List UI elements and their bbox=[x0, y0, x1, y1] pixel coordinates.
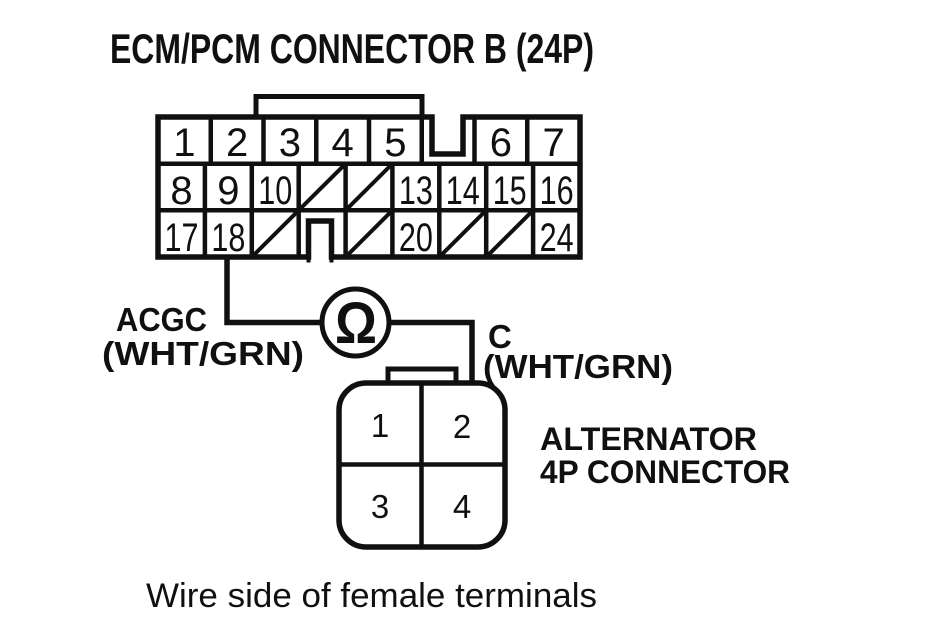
ecm-terminal-1: 1 bbox=[173, 121, 195, 165]
ecm-terminal-3: 3 bbox=[279, 121, 301, 165]
ecm-connector-latch-tab bbox=[253, 94, 425, 117]
alternator-terminal-2: 2 bbox=[453, 408, 471, 445]
ecm-row3-labels: 17 18 20 24 bbox=[165, 216, 574, 260]
label-acgc-wire-color: (WHT/GRN) bbox=[102, 335, 304, 372]
label-c-wire-color: (WHT/GRN) bbox=[483, 348, 673, 385]
ecm-terminal-5: 5 bbox=[384, 121, 406, 165]
ecm-row1-cell-dividers bbox=[208, 117, 530, 164]
ecm-terminal-9: 9 bbox=[217, 169, 239, 213]
ecm-terminal-20: 20 bbox=[399, 216, 433, 260]
ecm-terminal-13: 13 bbox=[399, 169, 433, 213]
label-acgc: ACGC bbox=[116, 301, 207, 338]
ecm-keyway-stubs bbox=[306, 257, 334, 263]
ecm-terminal-7: 7 bbox=[542, 121, 564, 165]
diagram-title: ECM/PCM CONNECTOR B (24P) bbox=[110, 25, 594, 72]
ecm-connector: 1 2 3 4 5 6 7 8 9 10 13 14 15 16 17 18 bbox=[155, 94, 583, 263]
ecm-row1-labels: 1 2 3 4 5 6 7 bbox=[173, 121, 564, 165]
label-c: C bbox=[488, 318, 512, 355]
alternator-terminal-4: 4 bbox=[453, 488, 471, 525]
ecm-terminal-17: 17 bbox=[165, 216, 199, 260]
wire-c bbox=[388, 319, 475, 384]
alternator-terminal-3: 3 bbox=[371, 488, 389, 525]
ecm-terminal-6: 6 bbox=[490, 121, 512, 165]
ecm-grid-lines bbox=[158, 117, 580, 257]
empty-terminal-slash bbox=[437, 208, 488, 259]
ecm-terminal-16: 16 bbox=[540, 169, 574, 213]
empty-terminal-slash bbox=[297, 162, 348, 212]
ohmmeter-symbol: Ω bbox=[335, 291, 377, 356]
empty-terminal-slash bbox=[484, 208, 535, 259]
ecm-row2-labels: 8 9 10 13 14 15 16 bbox=[170, 169, 573, 213]
alternator-connector: 1 2 3 4 bbox=[336, 366, 508, 550]
empty-terminal-slash bbox=[344, 162, 394, 212]
label-alternator-line2: 4P CONNECTOR bbox=[540, 454, 790, 490]
ecm-terminal-24: 24 bbox=[540, 216, 574, 260]
ecm-empty-terminal-slashes bbox=[250, 162, 535, 259]
ecm-terminal-15: 15 bbox=[493, 169, 527, 213]
ecm-terminal-2: 2 bbox=[226, 121, 248, 165]
empty-terminal-slash bbox=[250, 208, 301, 259]
empty-terminal-slash bbox=[344, 208, 394, 259]
ecm-terminal-4: 4 bbox=[331, 121, 353, 165]
wire-acgc bbox=[224, 259, 323, 326]
caption-wire-side: Wire side of female terminals bbox=[146, 577, 597, 615]
ecm-terminal-18: 18 bbox=[211, 216, 245, 260]
label-alternator-line1: ALTERNATOR bbox=[540, 421, 757, 457]
ecm-terminal-10: 10 bbox=[258, 169, 292, 213]
alternator-terminal-labels: 1 2 3 4 bbox=[371, 407, 471, 525]
alternator-terminal-1: 1 bbox=[371, 407, 389, 444]
ecm-terminal-14: 14 bbox=[446, 169, 480, 213]
ohmmeter-circle bbox=[319, 286, 392, 359]
ecm-terminal-8: 8 bbox=[170, 169, 192, 213]
